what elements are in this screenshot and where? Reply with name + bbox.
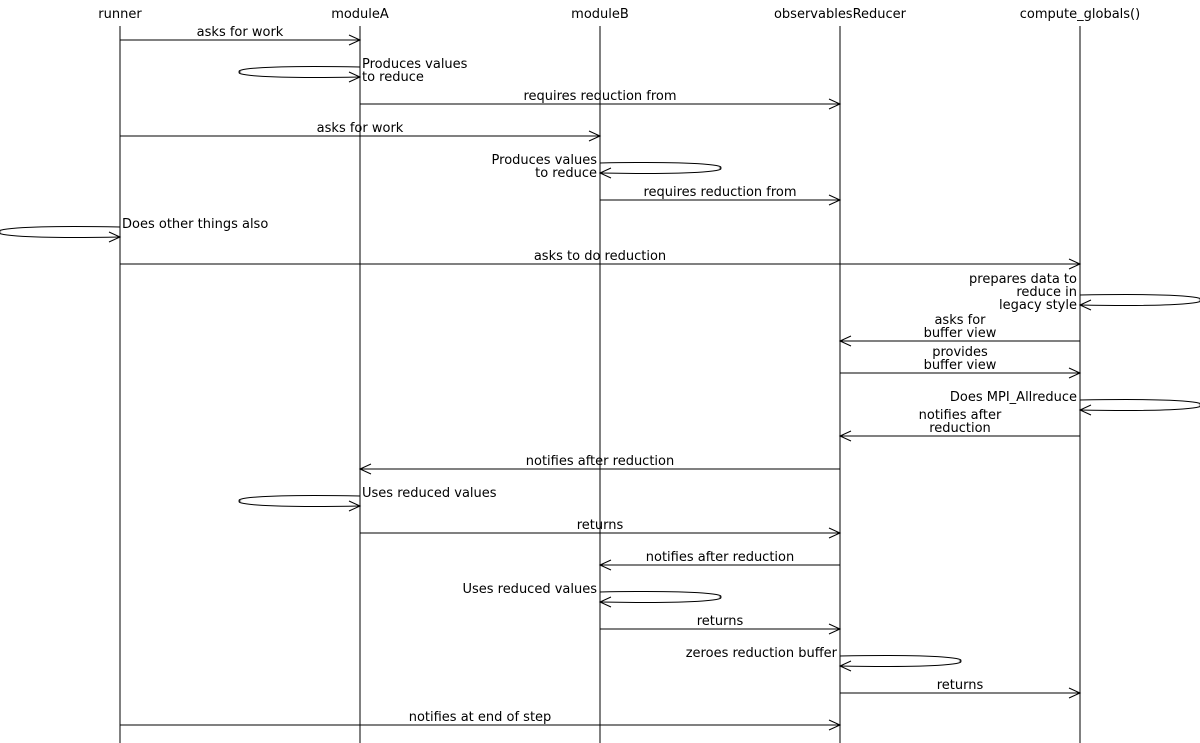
self-message-loop <box>599 591 722 603</box>
message-label: returns <box>577 518 624 533</box>
arrowhead <box>838 335 852 347</box>
self-message-loop <box>839 655 962 667</box>
arrowhead <box>1068 258 1082 270</box>
arrowhead <box>1068 687 1082 699</box>
message-3: requires reduction from <box>360 89 842 110</box>
message-4: asks for work <box>120 121 602 142</box>
arrowhead <box>598 559 612 571</box>
message-7: Does other things also <box>0 217 268 243</box>
message-18: Uses reduced values <box>462 582 722 608</box>
self-message-loop <box>238 66 361 78</box>
arrowhead <box>598 167 612 179</box>
message-16: returns <box>360 518 842 539</box>
participant-moduleB: moduleB <box>571 7 629 22</box>
participant-compute_globals: compute_globals() <box>1020 7 1140 22</box>
message-label: notifies at end of step <box>409 710 552 725</box>
arrowhead <box>348 34 362 46</box>
arrowhead <box>828 194 842 206</box>
message-20: zeroes reduction buffer <box>686 646 962 672</box>
message-label: buffer view <box>924 358 997 373</box>
arrowhead <box>838 660 852 672</box>
lifelines: runner moduleA moduleB observablesReducer co… <box>98 7 1140 743</box>
message-label: prepares data to <box>969 272 1077 287</box>
message-label: zeroes reduction buffer <box>686 646 838 661</box>
arrowhead <box>828 623 842 635</box>
arrowhead <box>828 98 842 110</box>
self-message-loop <box>1079 399 1200 411</box>
message-label: to reduce <box>535 166 597 181</box>
message-label: Uses reduced values <box>462 582 597 597</box>
message-label: requires reduction from <box>643 185 796 200</box>
arrowhead <box>588 130 602 142</box>
arrowhead <box>348 71 362 83</box>
message-label: asks for work <box>317 121 404 136</box>
message-label: notifies after <box>919 408 1002 423</box>
message-19: returns <box>600 614 842 635</box>
arrowhead <box>1078 299 1092 311</box>
participant-runner: runner <box>98 7 142 22</box>
message-label: buffer view <box>924 326 997 341</box>
message-label: asks for work <box>197 25 284 40</box>
message-label: Does MPI_Allreduce <box>950 390 1077 405</box>
message-12: Does MPI_Allreduce <box>950 390 1200 416</box>
message-22: notifies at end of step <box>120 710 842 731</box>
message-label: Uses reduced values <box>362 486 497 501</box>
message-label: provides <box>932 345 988 360</box>
arrowhead <box>598 596 612 608</box>
message-17: notifies after reduction <box>598 550 840 571</box>
message-label: Produces values <box>362 57 468 72</box>
arrowhead <box>1078 404 1092 416</box>
arrowhead <box>828 527 842 539</box>
message-label: to reduce <box>362 70 424 85</box>
message-21: returns <box>840 678 1082 699</box>
message-label: requires reduction from <box>523 89 676 104</box>
participant-observablesReducer: observablesReducer <box>774 7 907 22</box>
participant-moduleA: moduleA <box>331 7 389 22</box>
arrowhead <box>358 463 372 475</box>
message-14: notifies after reduction <box>358 454 840 475</box>
self-message-loop <box>599 162 722 174</box>
self-message-loop <box>238 495 361 507</box>
message-label: notifies after reduction <box>526 454 674 469</box>
arrowhead <box>348 500 362 512</box>
message-label: asks to do reduction <box>534 249 666 264</box>
message-1: asks for work <box>120 25 362 46</box>
arrowhead <box>838 430 852 442</box>
self-message-loop <box>0 226 121 238</box>
message-8: asks to do reduction <box>120 249 1082 270</box>
message-label: asks for <box>934 313 986 328</box>
message-label: returns <box>697 614 744 629</box>
arrowhead <box>1068 367 1082 379</box>
message-label: returns <box>937 678 984 693</box>
self-message-loop <box>1079 294 1200 306</box>
message-label: legacy style <box>999 298 1077 313</box>
arrowhead <box>108 231 122 243</box>
message-label: reduce in <box>1016 285 1077 300</box>
message-label: notifies after reduction <box>646 550 794 565</box>
message-6: requires reduction from <box>600 185 842 206</box>
message-15: Uses reduced values <box>238 486 497 512</box>
message-label: reduction <box>929 421 991 436</box>
message-label: Does other things also <box>122 217 268 232</box>
arrowhead <box>828 719 842 731</box>
message-label: Produces values <box>492 153 598 168</box>
